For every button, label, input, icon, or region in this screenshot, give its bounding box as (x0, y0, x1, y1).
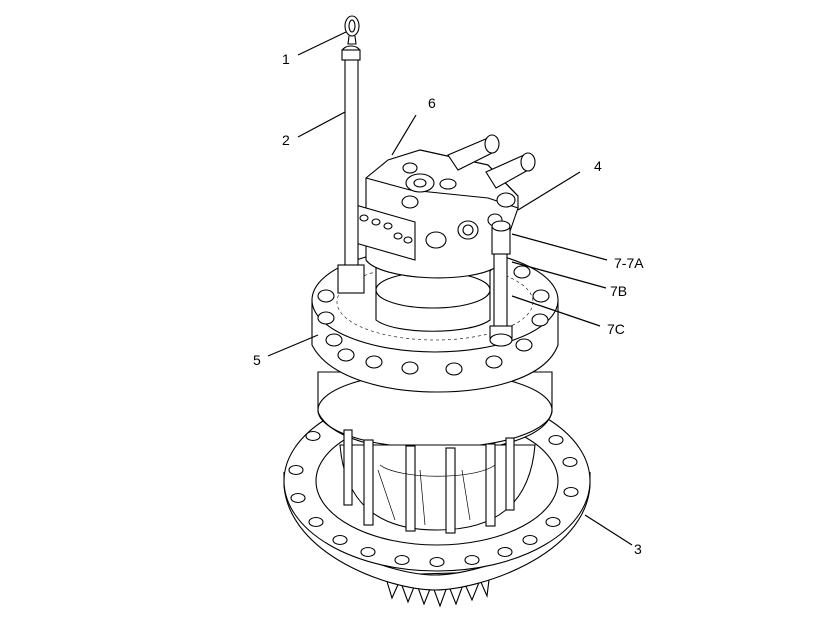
callout-4: 4 (594, 158, 602, 174)
callout-3: 3 (634, 541, 642, 557)
valve-block (351, 134, 536, 261)
leader-lines (267, 31, 633, 546)
callout-7c: 7C (607, 321, 625, 337)
housing-ribs (343, 429, 515, 534)
dipstick-ring (344, 15, 360, 45)
callout-7b: 7B (610, 283, 627, 299)
callout-7-7a: 7-7A (614, 255, 644, 271)
breather-assembly (489, 220, 513, 347)
callout-6: 6 (428, 95, 436, 111)
callout-5: 5 (253, 352, 261, 368)
ring-bolts (317, 265, 550, 376)
callout-labels: 1 2 3 4 5 6 7-7A 7B 7C (253, 51, 644, 557)
flange-bolt-holes (288, 430, 579, 568)
dipstick-tube (337, 45, 365, 294)
callout-2: 2 (282, 132, 290, 148)
callout-1: 1 (282, 51, 290, 67)
reduction-housing (317, 371, 553, 534)
